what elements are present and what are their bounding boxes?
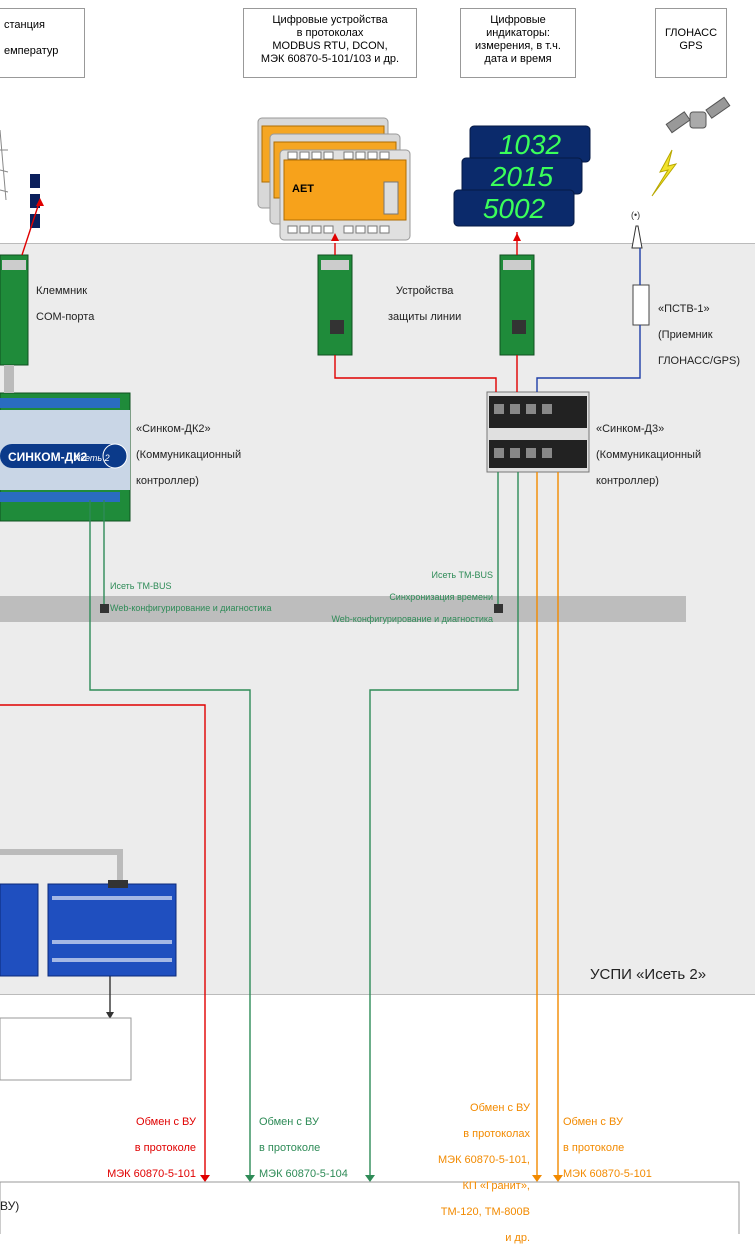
- bus-left-line2: Web-конфигурирование и диагностика: [110, 603, 272, 613]
- pstv-box: [632, 284, 650, 326]
- ex-red-label: Обмен с ВУ в протоколе МЭК 60870-5-101: [80, 1103, 196, 1194]
- d3-line1: «Синком-Д3»: [596, 423, 665, 435]
- com-terminal-left: [0, 254, 29, 366]
- indicator-value-3: 5002: [483, 193, 546, 224]
- gps-antenna-icon: (•): [631, 210, 643, 249]
- d3-line2: (Коммуникационный: [596, 449, 702, 461]
- ex-o1-line4: КП «Гранит»,: [462, 1180, 531, 1192]
- ex-orange2-label: Обмен с ВУ в протоколе МЭК 60870-5-101: [563, 1103, 652, 1194]
- bus-port-1: [100, 604, 109, 613]
- svg-text:(•): (•): [631, 210, 640, 220]
- dk2-line3: контроллер): [136, 475, 199, 487]
- d3-line3: контроллер): [596, 475, 659, 487]
- ex-o2-line3: МЭК 60870-5-101: [563, 1168, 652, 1180]
- bottom-device-box: [0, 1017, 132, 1081]
- glonass-line1: ГЛОНАСС: [664, 27, 718, 39]
- lightning-icon: [651, 149, 678, 197]
- dd-line2: в протоколах: [296, 27, 364, 39]
- dk2-panel-sub: Исеть 2: [74, 453, 110, 463]
- digital-indicators-icon: 1032 2015 5002: [453, 125, 591, 227]
- bus-right-line1: Исеть TM-BUS: [431, 570, 493, 580]
- ex-o1-line2: в протоколах: [463, 1128, 530, 1140]
- bus-right-line3: Web-конфигурирование и диагностика: [331, 614, 493, 624]
- pstv-label: «ПСТВ-1» (Приемник ГЛОНАСС/GPS): [658, 290, 740, 381]
- station-box: станция емператур: [0, 8, 85, 78]
- di-line2: индикаторы:: [486, 27, 550, 39]
- dk2-panel-title: СИНКОМ-ДК2: [8, 450, 87, 464]
- lp-line1: Устройства: [395, 285, 454, 297]
- dk2-line1: «Синком-ДК2»: [136, 423, 211, 435]
- glonass-line2: GPS: [679, 40, 703, 52]
- dd-line3: MODBUS RTU, DCON,: [272, 40, 388, 52]
- dk2-label: «Синком-ДК2» (Коммуникационный контролле…: [136, 410, 241, 501]
- d3-controller: [486, 391, 590, 473]
- relay-module-right: [47, 880, 177, 977]
- dk2-line2: (Коммуникационный: [136, 449, 242, 461]
- line-protection-module-2: [499, 254, 535, 356]
- indicator-value-1: 1032: [499, 129, 562, 160]
- ex-o2-line1: Обмен с ВУ: [563, 1116, 623, 1128]
- dd-line4: МЭК 60870-5-101/103 и др.: [260, 53, 400, 65]
- ex-orange1-label: Обмен с ВУ в протоколах МЭК 60870-5-101,…: [400, 1089, 530, 1258]
- ex-o2-line2: в протоколе: [563, 1142, 625, 1154]
- com-terminal-label: Клеммник COM-порта: [36, 272, 94, 337]
- bus-left-label: Исеть TM-BUS Web-конфигурирование и диаг…: [110, 570, 272, 625]
- dk2-controller: СИНКОМ-ДК2 Исеть 2: [0, 392, 131, 522]
- uspi-label: УСПИ «Исеть 2»: [590, 966, 707, 983]
- ex-green-label: Обмен с ВУ в протоколе МЭК 60870-5-104: [259, 1103, 348, 1194]
- station-line1: станция: [4, 19, 46, 31]
- dd-line1: Цифровые устройства: [272, 14, 388, 26]
- satellite-icon: [665, 96, 731, 134]
- line-protection-module-1: [317, 254, 353, 356]
- ex-red-line1: Обмен с ВУ: [136, 1116, 196, 1128]
- ex-red-line2: в протоколе: [134, 1142, 196, 1154]
- bus-right-line2: Синхронизация времени: [389, 592, 493, 602]
- ex-green-line2: в протоколе: [259, 1142, 321, 1154]
- ribbon-cable: [4, 365, 14, 393]
- ex-green-line3: МЭК 60870-5-104: [259, 1168, 348, 1180]
- di-line3: измерения, в т.ч.: [475, 40, 561, 52]
- arrow-heads: [36, 198, 563, 1182]
- bus-port-2: [494, 604, 503, 613]
- external-device-box: [0, 1181, 740, 1234]
- lp-line2: защиты линии: [388, 311, 462, 323]
- sensor-icon: [30, 174, 40, 228]
- indicator-value-2: 2015: [490, 161, 554, 192]
- di-line1: Цифровые: [490, 14, 546, 26]
- bottom-box-label: ВУ): [0, 1199, 20, 1213]
- ex-o1-line5: ТМ-120, ТМ-800В: [440, 1206, 530, 1218]
- pstv-line1: «ПСТВ-1»: [658, 303, 710, 315]
- ex-green-line1: Обмен с ВУ: [259, 1116, 319, 1128]
- ex-red-line3: МЭК 60870-5-101: [107, 1168, 196, 1180]
- bus-right-label: Исеть TM-BUS Синхронизация времени Web-к…: [300, 559, 493, 636]
- aet-label: AET: [292, 183, 314, 195]
- line-protection-label: Устройства защиты линии: [388, 272, 461, 337]
- com-terminal-line2: COM-порта: [36, 311, 95, 323]
- pstv-line2: (Приемник: [658, 329, 713, 341]
- ex-o1-line1: Обмен с ВУ: [470, 1102, 530, 1114]
- tower-icon: [0, 129, 9, 201]
- digital-indicators-box: Цифровые индикаторы: измерения, в т.ч. д…: [460, 8, 576, 78]
- station-line2: емператур: [4, 45, 59, 57]
- glonass-box: ГЛОНАСС GPS: [655, 8, 727, 78]
- aet-module-icon: AET: [257, 117, 411, 241]
- bus-left-line1: Исеть TM-BUS: [110, 581, 172, 591]
- d3-label: «Синком-Д3» (Коммуникационный контроллер…: [596, 410, 701, 501]
- tm-bus-bar: [0, 596, 686, 622]
- ex-o1-line3: МЭК 60870-5-101,: [438, 1154, 530, 1166]
- pstv-line3: ГЛОНАСС/GPS): [658, 355, 740, 367]
- di-line4: дата и время: [484, 53, 552, 65]
- relay-module-left: [0, 883, 39, 977]
- com-terminal-line1: Клеммник: [36, 285, 88, 297]
- digital-devices-box: Цифровые устройства в протоколах MODBUS …: [243, 8, 417, 78]
